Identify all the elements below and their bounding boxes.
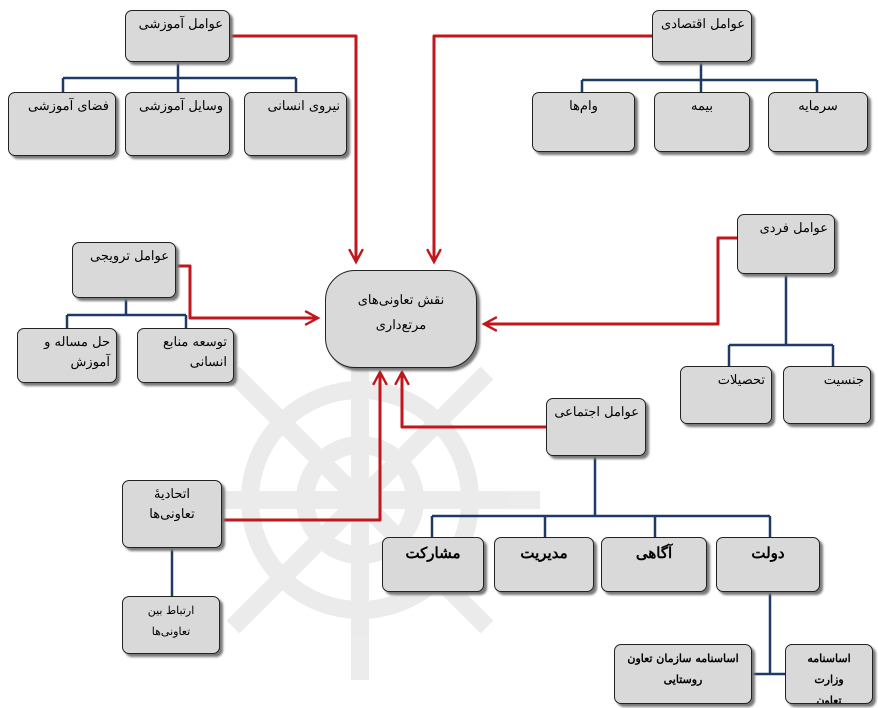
education-item-box: وسایل آموزشی <box>125 92 230 156</box>
arrow-economic <box>434 34 652 262</box>
education-item-box: فضای آموزشی <box>8 92 116 156</box>
arrow-promotion <box>176 264 318 318</box>
arrow-education <box>230 34 356 262</box>
tree-line-promotion <box>65 298 188 328</box>
social-item-label: آگاهی <box>635 544 673 562</box>
social-item-label: مدیریت <box>520 544 568 562</box>
economic-item-box: وام‌ها <box>532 92 635 152</box>
promotion-title: عوامل ترویجی <box>90 249 169 264</box>
education-title: عوامل آموزشی <box>138 17 223 32</box>
center-label-line2: مرتع‌داری <box>375 317 427 333</box>
social-item-label: مشارکت <box>405 544 461 562</box>
social-title-box: عوامل اجتماعی <box>546 398 646 456</box>
arrow-individual <box>484 236 737 324</box>
center-node: نقش تعاونی‌های مرتع‌داری <box>325 270 477 368</box>
watermark-logo <box>180 320 540 680</box>
tree-lines <box>61 62 835 676</box>
education-item-label: فضای آموزشی <box>27 99 109 114</box>
government-item-box: اساسنامه سازمان تعاون روستایی <box>614 644 752 704</box>
union-title-box: اتحادیهٔ تعاونی‌ها <box>122 480 222 548</box>
individual-title: عوامل فردی <box>759 221 828 236</box>
economic-item-label: بیمه <box>690 99 714 114</box>
education-item-label: وسایل آموزشی <box>138 99 223 114</box>
education-item-label: نیروی انسانی <box>267 99 340 114</box>
arrow-social <box>402 372 546 429</box>
promotion-item-box: توسعه منابع انسانی <box>137 328 234 383</box>
union-title-line1: اتحادیهٔ <box>154 487 190 502</box>
social-item-label: دولت <box>751 544 785 562</box>
center-label-line1: نقش تعاونی‌های <box>357 293 445 308</box>
arrow-union <box>222 372 380 522</box>
individual-item-box: جنسیت <box>783 366 871 424</box>
education-item-box: نیروی انسانی <box>244 92 347 156</box>
individual-item-label: جنسیت <box>823 373 864 388</box>
union-child-line1: ارتباط بین <box>147 604 195 617</box>
social-item-box: مدیریت <box>494 537 594 592</box>
government-item-line1: اساسنامه وزارت <box>807 652 851 686</box>
promotion-item-label: حل مساله و آموزش <box>44 335 110 371</box>
economic-item-box: بیمه <box>654 92 750 152</box>
social-item-box: آگاهی <box>601 537 707 592</box>
tree-line-social <box>430 456 772 537</box>
economic-title-box: عوامل اقتصادی <box>652 10 752 62</box>
promotion-item-label: توسعه منابع انسانی <box>163 335 227 371</box>
government-item-line1: اساسنامه سازمان تعاون <box>627 652 739 665</box>
promotion-item-box: حل مساله و آموزش <box>17 328 117 383</box>
education-title-box: عوامل آموزشی <box>125 10 230 62</box>
economic-item-label: سرمایه <box>798 99 838 114</box>
social-item-box: مشارکت <box>382 537 484 592</box>
government-item-box: اساسنامه وزارت تعاون <box>785 644 873 704</box>
tree-line-economic <box>580 62 819 92</box>
union-child-box: ارتباط بین تعاونی‌ها <box>122 596 220 654</box>
government-item-line2: روستایی <box>663 672 703 686</box>
social-title: عوامل اجتماعی <box>554 405 639 420</box>
economic-item-box: سرمایه <box>768 92 868 152</box>
tree-line-individual <box>727 274 835 366</box>
individual-item-box: تحصیلات <box>680 366 772 424</box>
tree-line-education <box>61 62 298 92</box>
government-item-line2: تعاون <box>816 693 842 704</box>
individual-item-label: تحصیلات <box>717 373 765 388</box>
tree-line-government <box>752 592 785 676</box>
union-title-line2: تعاونی‌ها <box>149 507 195 523</box>
economic-title: عوامل اقتصادی <box>661 17 745 32</box>
social-item-box: دولت <box>716 537 820 592</box>
union-child-line2: تعاونی‌ها <box>151 624 191 638</box>
economic-item-label: وام‌ها <box>569 99 598 114</box>
promotion-title-box: عوامل ترویجی <box>72 242 176 298</box>
individual-title-box: عوامل فردی <box>737 214 835 274</box>
